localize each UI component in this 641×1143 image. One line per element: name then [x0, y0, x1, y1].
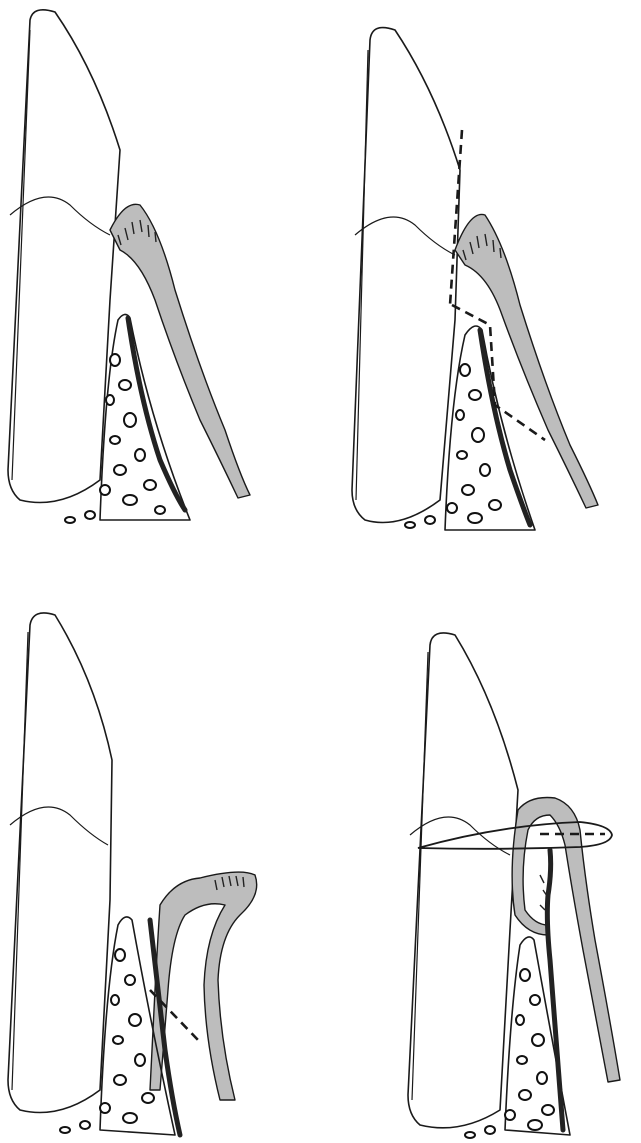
- cemento-enamel-junction: [355, 217, 455, 255]
- panel-c: [8, 613, 257, 1135]
- tooth-outline: [8, 10, 120, 503]
- tooth-outline: [8, 613, 112, 1113]
- gingiva: [455, 214, 598, 508]
- root-canal-line: [356, 50, 368, 500]
- tooth-outline: [408, 633, 518, 1128]
- periosteum: [547, 850, 563, 1130]
- bone-trabeculae: [405, 364, 501, 528]
- root-canal-line: [412, 652, 428, 1100]
- sutured-gingival-flap: [512, 798, 620, 1083]
- tooth-outline: [352, 28, 460, 523]
- cemento-enamel-junction: [10, 197, 110, 235]
- panel-a: [8, 10, 250, 523]
- cemento-enamel-junction: [10, 807, 108, 845]
- root-canal-line: [12, 632, 28, 1090]
- bone-trabeculae: [65, 354, 165, 523]
- panel-b: [352, 28, 598, 530]
- panel-d: [408, 633, 620, 1138]
- root-canal-line: [12, 30, 30, 480]
